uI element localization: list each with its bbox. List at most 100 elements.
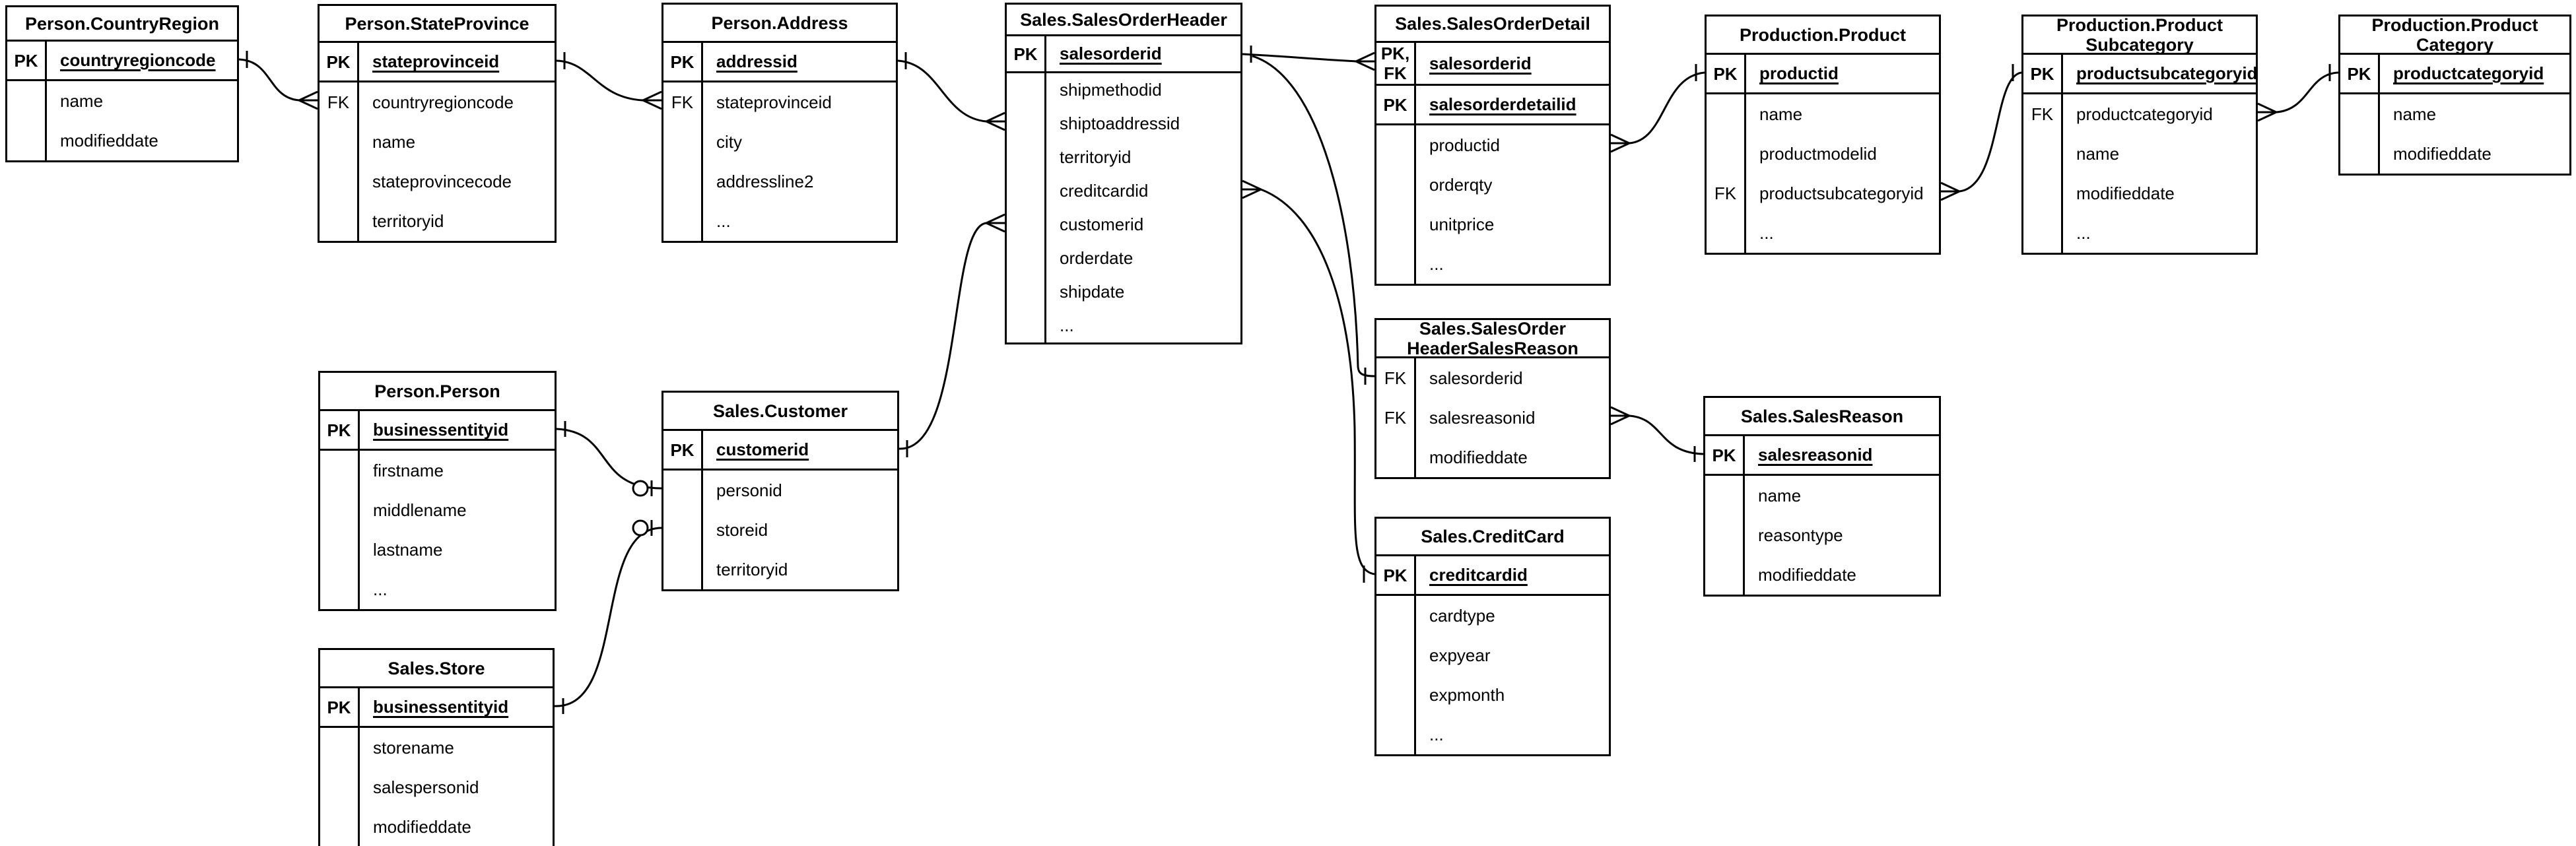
field-label: modifieddate [1429, 447, 1528, 467]
table-row: shipmethodid [1007, 73, 1240, 107]
table-production-product: Production.Product PK productid name pro… [1705, 15, 1941, 255]
key-label [2340, 134, 2380, 174]
table-title: Sales.Customer [663, 393, 897, 431]
pk-field-label: stateprovinceid [372, 51, 500, 71]
table-row: storename [320, 728, 553, 767]
table-row: name [2023, 134, 2256, 174]
table-row: storeid [663, 510, 897, 550]
connector-product-productsubcategory [1940, 64, 2022, 201]
table-row: name [1705, 476, 1939, 515]
crow-foot-many-icon [1940, 181, 1960, 201]
table-sales-store: Sales.Store PK businessentityid storenam… [318, 648, 555, 846]
key-label: PK [320, 43, 359, 81]
table-row: FK productsubcategoryid [1707, 174, 1939, 213]
key-label: FK [1707, 174, 1746, 213]
field-label: cardtype [1429, 605, 1495, 626]
table-title: Sales.Store [320, 650, 553, 688]
table-row: ... [1376, 715, 1609, 754]
table-row: ... [1007, 309, 1240, 342]
field-label: shipmethodid [1060, 80, 1162, 100]
table-row: modifieddate [2340, 134, 2569, 174]
zero-circle-icon [632, 519, 649, 537]
field-label: modifieddate [1758, 564, 1856, 585]
table-row: productid [1376, 125, 1609, 165]
table-sales-salesorderheader: Sales.SalesOrderHeader PK salesorderid s… [1005, 3, 1242, 344]
field-label: name [372, 131, 416, 152]
crow-foot-many-icon [1610, 133, 1630, 153]
crow-foot-many-icon [986, 112, 1005, 131]
table-title-text2: HeaderSalesReason [1407, 338, 1578, 358]
field-label: customerid [1060, 214, 1144, 234]
table-sales-creditcard: Sales.CreditCard PK creditcardid cardtyp… [1374, 517, 1611, 756]
key-label [1707, 213, 1746, 253]
key-label [1376, 596, 1416, 635]
key-label: PK [2340, 55, 2380, 92]
table-title: Sales.CreditCard [1376, 519, 1609, 556]
pk-field-label: addressid [716, 51, 797, 71]
field-label: ... [1759, 222, 1774, 243]
table-title-text: Production.Product [2056, 15, 2223, 35]
field-label: city [716, 131, 742, 152]
table-sales-salesorderdetail: Sales.SalesOrderDetail PK,FK salesorderi… [1374, 5, 1611, 286]
key-label: PK [2023, 55, 2063, 92]
table-title-text: Sales.Store [388, 658, 485, 678]
table-title-text: Person.Person [374, 381, 500, 401]
table-title-text: Person.Address [711, 13, 848, 33]
table-row: PK productsubcategoryid [2023, 55, 2257, 94]
table-row: expyear [1376, 635, 1609, 675]
key-label [1376, 635, 1416, 675]
key-label [1376, 675, 1416, 715]
table-row: territoryid [663, 550, 897, 589]
connector-productsubcategory-productcategory [2257, 64, 2339, 122]
table-row: name [1707, 94, 1939, 134]
key-label: FK [1376, 398, 1416, 438]
field-label: salesreasonid [1429, 407, 1536, 428]
table-row: modifieddate [320, 807, 553, 846]
key-label [320, 569, 360, 609]
key-label: PK [320, 411, 360, 449]
connector-headersalesreason-salesreason [1610, 406, 1704, 462]
key-label [663, 471, 703, 510]
key-label [1007, 107, 1046, 141]
table-row: PK salesreasonid [1705, 436, 1939, 476]
key-label [2023, 134, 2063, 174]
field-label: storeid [716, 519, 768, 540]
key-label: PK [1007, 36, 1046, 71]
key-label: FK [2023, 94, 2063, 134]
table-row: expmonth [1376, 675, 1609, 715]
key-label: PK [1376, 556, 1416, 594]
table-title-text: Person.StateProvince [345, 13, 529, 34]
table-row: ... [1707, 213, 1939, 253]
key-label: PK [1707, 55, 1746, 92]
table-row: unitprice [1376, 205, 1609, 244]
field-label: stateprovincecode [372, 171, 512, 191]
field-label: orderdate [1060, 248, 1134, 268]
key-label [663, 162, 703, 201]
table-row: modifieddate [1705, 555, 1939, 595]
key-label [1007, 73, 1046, 107]
table-title-text: Person.CountryRegion [24, 13, 220, 34]
table-row: name [320, 122, 555, 162]
table-title-text: Production.Product [2371, 15, 2538, 35]
table-title: Sales.SalesOrderHeader [1007, 5, 1240, 36]
connector-person-customer [556, 421, 662, 497]
zero-circle-icon [632, 480, 649, 497]
key-label: PK [1376, 86, 1416, 123]
field-label: ... [2076, 222, 2091, 243]
table-row: PK,FK salesorderid [1376, 43, 1609, 86]
field-label: lastname [373, 539, 443, 560]
field-label: name [1758, 485, 1802, 505]
field-label: shiptoaddressid [1060, 114, 1180, 133]
key-label [320, 767, 360, 807]
field-label: expmonth [1429, 684, 1505, 705]
key-label [1007, 141, 1046, 174]
table-sales-customer: Sales.Customer PK customerid personid st… [661, 391, 899, 591]
table-row: territoryid [320, 201, 555, 241]
key-label [320, 162, 359, 201]
table-row: ... [663, 201, 896, 241]
field-label: orderqty [1429, 174, 1493, 195]
